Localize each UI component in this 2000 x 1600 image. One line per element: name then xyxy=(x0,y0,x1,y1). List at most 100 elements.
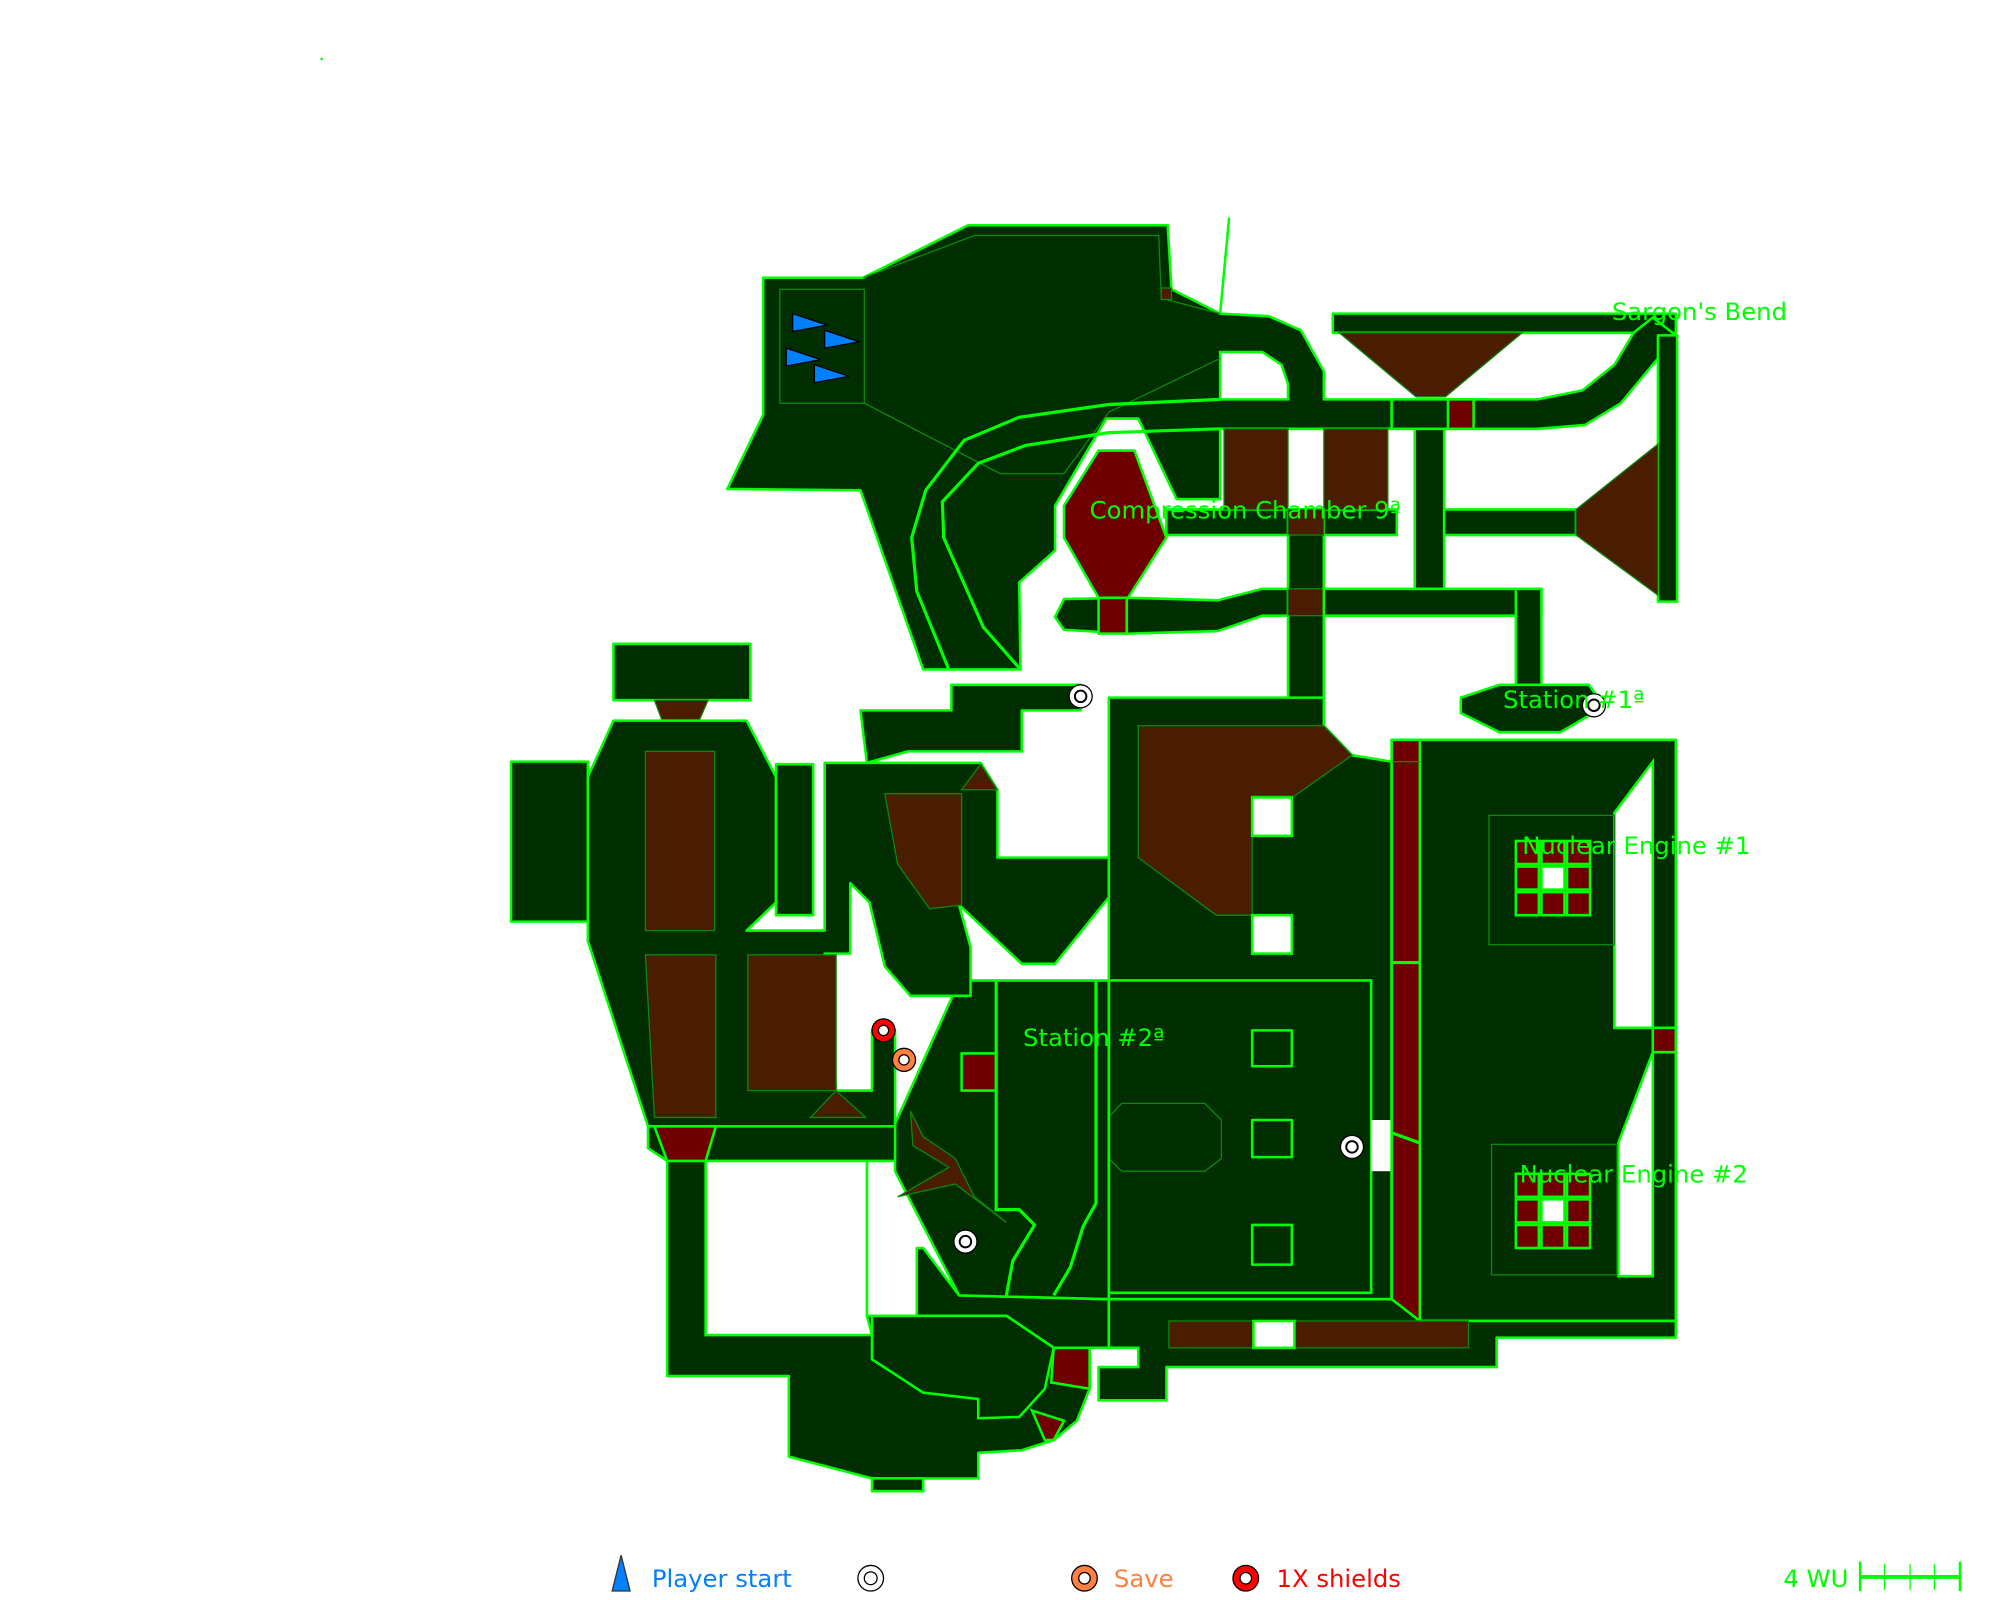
west-platform-south xyxy=(644,954,717,1119)
player-starts xyxy=(785,312,860,384)
central-gap xyxy=(1250,913,1294,955)
shields-marker-icon[interactable] xyxy=(871,1018,896,1043)
nuclear-engine-1-grid xyxy=(1514,839,1592,917)
start-alcove xyxy=(779,288,865,404)
goal-marker-icon[interactable] xyxy=(1581,693,1607,718)
legend-player-start: Player start xyxy=(652,1564,792,1593)
item-markers xyxy=(871,684,1607,1254)
legend-scale-label: 4 WU xyxy=(1783,1564,1848,1593)
engine-cell xyxy=(1565,865,1592,891)
engine1-pad xyxy=(1488,814,1616,946)
sargon-arm xyxy=(1442,508,1578,537)
engine-cell xyxy=(1565,839,1592,866)
pillar xyxy=(1250,1029,1294,1068)
station2-wall xyxy=(994,980,1037,1296)
sargon-east-funnel xyxy=(1575,442,1659,597)
player-start-icon[interactable] xyxy=(792,312,828,333)
west-platform xyxy=(644,750,716,932)
pillar-left xyxy=(1223,428,1289,511)
small-platform xyxy=(1160,287,1173,301)
engine2-pad xyxy=(1490,1143,1618,1276)
sargon-funnel xyxy=(1337,332,1525,398)
goal-legend-icon xyxy=(857,1564,885,1592)
label-nuclear-engine-2: Nuclear Engine #2 xyxy=(1520,1160,1748,1189)
stray-dot xyxy=(320,57,323,61)
save-marker-icon[interactable] xyxy=(891,1047,917,1072)
south-stub xyxy=(870,1477,925,1493)
stray-line xyxy=(1218,217,1231,314)
engine-cell xyxy=(1540,1172,1566,1199)
engine-cell xyxy=(1514,839,1541,866)
legend-shields: 1X shields xyxy=(1276,1564,1401,1593)
label-compression-chamber: Compression Chamber 9ª xyxy=(1090,495,1402,524)
engine-cell xyxy=(1540,1223,1566,1250)
compression-corridor xyxy=(1165,508,1399,537)
engine-cell xyxy=(1565,890,1592,917)
map-labels: Sargon's Bend Compression Chamber 9ª Sta… xyxy=(1023,297,1787,1189)
west-platform-east xyxy=(747,954,837,1092)
engine-gap xyxy=(1616,1051,1655,1278)
central-gap xyxy=(1250,796,1294,838)
pipe-inner xyxy=(940,427,1221,671)
goal-marker-icon[interactable] xyxy=(953,1229,978,1254)
west-column xyxy=(774,762,815,917)
pipe-outer xyxy=(910,397,1221,671)
west-link xyxy=(859,683,1082,765)
engine-hazard-column xyxy=(1390,738,1422,1324)
label-nuclear-engine-1: Nuclear Engine #1 xyxy=(1522,831,1750,860)
label-station-2: Station #2ª xyxy=(1023,1023,1164,1052)
player-start-icon[interactable] xyxy=(813,363,850,384)
southwest-path xyxy=(870,1314,1056,1420)
label-station-1: Station #1ª xyxy=(1503,685,1644,714)
station2-hazard xyxy=(960,1052,998,1092)
scale-bar xyxy=(1858,1561,1962,1592)
west-funnel xyxy=(653,699,710,722)
shields-legend-icon xyxy=(1232,1564,1260,1592)
engine-cell xyxy=(1514,1198,1541,1224)
label-sargons-bend: Sargon's Bend xyxy=(1612,297,1787,326)
south-gap xyxy=(1252,1319,1296,1350)
engine-cell xyxy=(1514,890,1541,917)
northwest-hall xyxy=(726,224,1393,671)
engine-cell xyxy=(1514,1223,1541,1250)
curved-pipe-south xyxy=(1053,587,1290,635)
vertical-platform xyxy=(1287,508,1325,536)
sargon-hazard xyxy=(1446,398,1475,431)
south-ramp-hazard xyxy=(652,1125,718,1163)
station2-wall xyxy=(1052,980,1098,1297)
sargon-vertical xyxy=(1413,427,1446,591)
save-legend-icon xyxy=(1071,1564,1098,1592)
map-rooms xyxy=(509,224,1679,1493)
west-triangle-south xyxy=(809,1089,868,1119)
engine-core xyxy=(1540,1198,1566,1224)
station-1 xyxy=(1459,683,1606,734)
west-ramp xyxy=(884,792,963,910)
pillar xyxy=(1250,1223,1294,1266)
engine-cell xyxy=(1540,890,1566,917)
south-stair-hazard xyxy=(1029,1408,1066,1442)
player-start-legend-icon xyxy=(611,1555,631,1592)
engine-core xyxy=(1540,865,1566,891)
engine-hazard-small xyxy=(1651,1026,1678,1054)
column-divider xyxy=(1391,1131,1421,1145)
station1-shaft xyxy=(1514,587,1543,690)
engine-cell xyxy=(1565,1172,1592,1199)
goal-marker-icon[interactable] xyxy=(1068,684,1093,709)
pillar xyxy=(1250,1118,1294,1159)
engine-cell xyxy=(1514,1172,1541,1199)
player-start-icon[interactable] xyxy=(824,329,860,349)
west-octagon xyxy=(509,760,590,923)
station2-vent xyxy=(897,1110,1007,1223)
hall-trim xyxy=(862,234,1221,315)
goal-marker-icon[interactable] xyxy=(1339,1134,1365,1160)
sargon-east-column xyxy=(1656,334,1679,603)
southwest-gap xyxy=(704,1159,874,1337)
south-platform xyxy=(1168,1320,1255,1349)
west-triangle xyxy=(960,763,999,791)
player-start-icon[interactable] xyxy=(785,347,822,367)
engine-cell xyxy=(1565,1223,1592,1250)
south-stair-hazard xyxy=(1049,1346,1091,1391)
engine-cell xyxy=(1540,839,1566,866)
east-corridor xyxy=(1322,587,1543,617)
